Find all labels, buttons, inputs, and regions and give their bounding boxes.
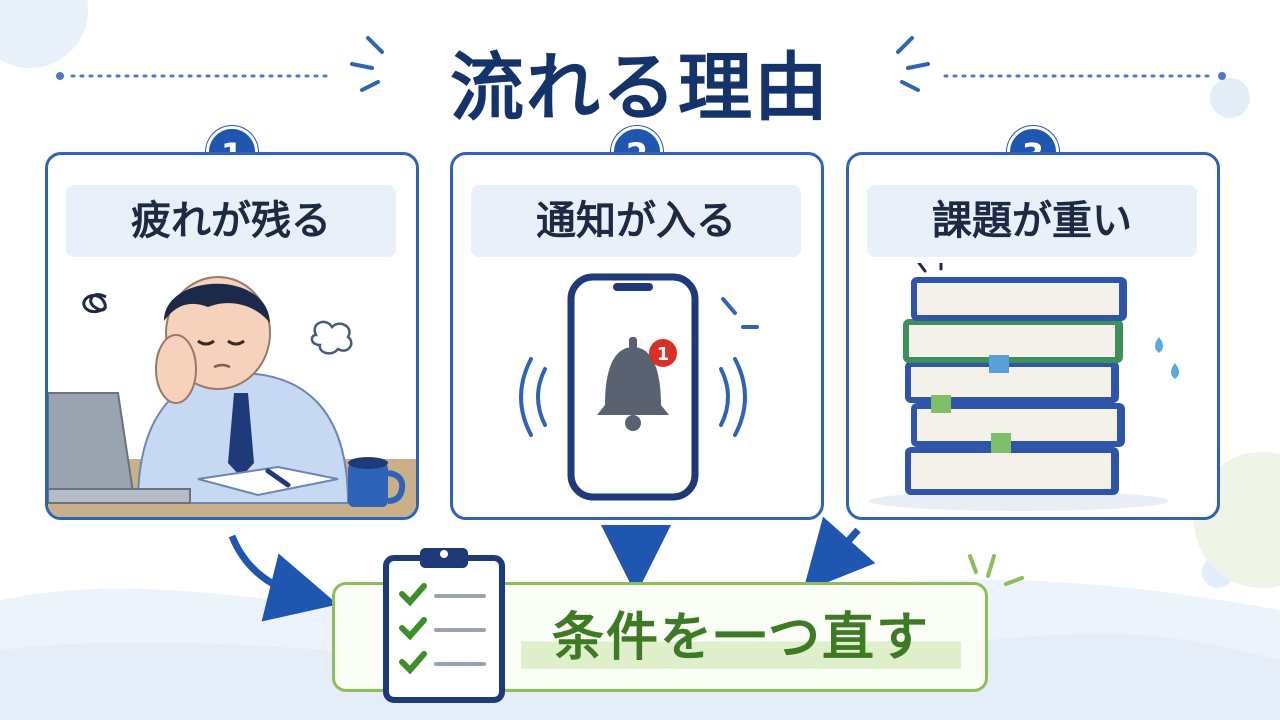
reason-card-3: 課題が重い [846, 152, 1220, 520]
title-row: 流れる理由 [0, 18, 1280, 131]
reason-label-2: 通知が入る [471, 185, 801, 257]
page-title: 流れる理由 [450, 45, 830, 131]
smartphone-notification-illustration: 1 [519, 273, 759, 501]
reason-card-2: 通知が入る 1 [450, 152, 824, 520]
reason-label-1: 疲れが残る [66, 185, 396, 257]
bell-icon [597, 337, 669, 431]
book-stack-illustration [869, 263, 1179, 511]
tired-person-illustration [48, 276, 416, 517]
notification-count: 1 [657, 344, 670, 365]
result-label: 条件を一つ直す [521, 601, 961, 675]
title-decoration [56, 36, 1226, 92]
reason-card-1: 疲れが残る [45, 152, 419, 520]
reason-label-3: 課題が重い [867, 185, 1197, 257]
clipboard-checklist-icon [383, 548, 505, 703]
